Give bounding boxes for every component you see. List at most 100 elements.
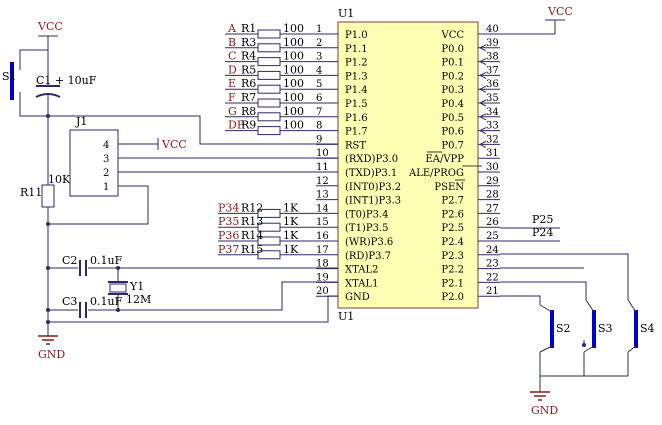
left-pin-number: 9 [316,134,322,145]
right-pin-number: 28 [486,190,499,201]
left-pin-name: P1.5 [345,99,368,110]
r11-label: R11 [20,186,42,199]
p1-resistor [257,57,281,67]
c1-plate-bottom [35,93,61,98]
left-pin-number: 8 [316,121,322,132]
p1-resistor [257,29,281,39]
left-pin-number: 6 [316,93,322,104]
p3-net-label: P36 [218,229,239,242]
left-pin-name: P1.2 [345,58,368,69]
j1-pin-number: 4 [103,140,109,151]
p1-resistor [257,84,281,94]
right-pin-name: P0.7 [441,140,464,151]
y1-value: 12M [126,293,151,306]
p0-pullup-arrow [478,58,487,66]
j1-gnd-wire [48,185,149,225]
p1-resistor-value: 100 [283,119,304,132]
p1-net-label: B [228,36,236,49]
j1-header [69,129,119,197]
p3-net-label: P35 [218,215,239,228]
y1-label: Y1 [129,280,144,293]
vcc-right-label: VCC [547,5,573,18]
p21-wire [500,281,587,300]
left-pin-name: P1.1 [345,44,368,55]
p1-net-label: A [227,22,237,35]
p0-pullup-arrow [478,113,487,121]
p0-pullup-arrow [478,127,487,135]
left-pin-name: (RD)P3.7 [345,251,391,262]
right-pin-name: VCC [440,30,464,41]
p1-net-label: E [228,77,236,90]
p1-net-label: G [228,105,237,118]
right-pin-number: 38 [486,52,499,63]
p0-pullup-arrow [478,71,487,79]
right-pin-number: 29 [486,176,499,187]
c3-value: 0.1uF [90,295,123,308]
j1-pin-number: 2 [103,168,109,179]
left-pin-number: 16 [316,231,329,242]
p1-net-label: C [228,50,236,63]
p0-pullup-arrow [478,140,487,148]
p1-resistor-value: 100 [283,22,304,35]
right-pin-number: 32 [486,134,499,145]
p1-resistor-ref: R7 [241,91,256,104]
p3-resistor-value: 1K [283,201,299,214]
left-pin-name: (TXD)P3.1 [345,168,397,179]
right-pin-number: 34 [486,107,499,118]
left-pin-name: P1.3 [345,71,368,82]
p3-resistor-ref: R13 [241,215,263,228]
right-pin-number: 33 [486,121,499,132]
button-s4: S4 [627,299,655,353]
rst-wire [48,115,338,145]
j1-pin-number: 3 [103,154,109,165]
junction-c2 [46,266,50,270]
left-pin-name: P1.6 [345,113,368,124]
left-pin-name: GND [345,292,370,303]
p23-wire [500,253,629,300]
right-pin-name: P2.6 [441,209,464,220]
p1-resistor-ref: R6 [241,77,256,90]
s2-label: S2 [556,322,571,335]
right-pin-number: 23 [486,259,499,270]
p25-net-label: P25 [532,213,553,226]
p3-resistor-value: 1K [283,243,299,256]
right-pin-name: P0.4 [441,99,464,110]
left-pin-number: 20 [316,286,329,297]
p1-resistor-ref: R5 [241,63,256,76]
right-pin-number: 27 [486,203,499,214]
p24-net-label: P24 [532,226,553,239]
right-pin-number: 36 [486,79,499,90]
left-pin-number: 2 [316,38,322,49]
p1-resistor [257,43,281,53]
right-pin-name: P2.1 [441,278,464,289]
p0-pullup-arrow [478,99,487,107]
button-s2: S2 [539,304,571,353]
p20-wire [500,295,541,305]
left-pin-name: (T1)P3.5 [345,223,388,234]
r11-resistor [41,184,55,208]
p1-resistor-ref: R4 [241,50,256,63]
c3-label: C3 [62,295,77,308]
chip-designator-bottom: U1 [338,310,354,323]
right-pin-name: P2.3 [441,251,464,262]
p3-resistor-ref: R15 [241,243,263,256]
left-pin-number: 19 [316,272,329,283]
right-pin-number: 35 [486,93,499,104]
left-pin-name: (T0)P3.4 [345,209,388,220]
s1-label: S1 [2,70,17,83]
right-pin-number: 25 [486,231,499,242]
s1-top-wire [19,49,48,70]
left-pin-name: P1.4 [345,85,368,96]
left-pin-number: 3 [316,52,322,63]
p3-net-label: P34 [218,201,239,214]
s4-label: S4 [640,322,655,335]
p1-resistor [257,112,281,122]
p3-net-label: P37 [218,243,239,256]
p1-resistor-ref: R9 [241,119,256,132]
p3-resistor-ref: R14 [241,229,263,242]
left-pin-number: 13 [316,190,329,201]
right-pin-name: P0.2 [441,71,464,82]
